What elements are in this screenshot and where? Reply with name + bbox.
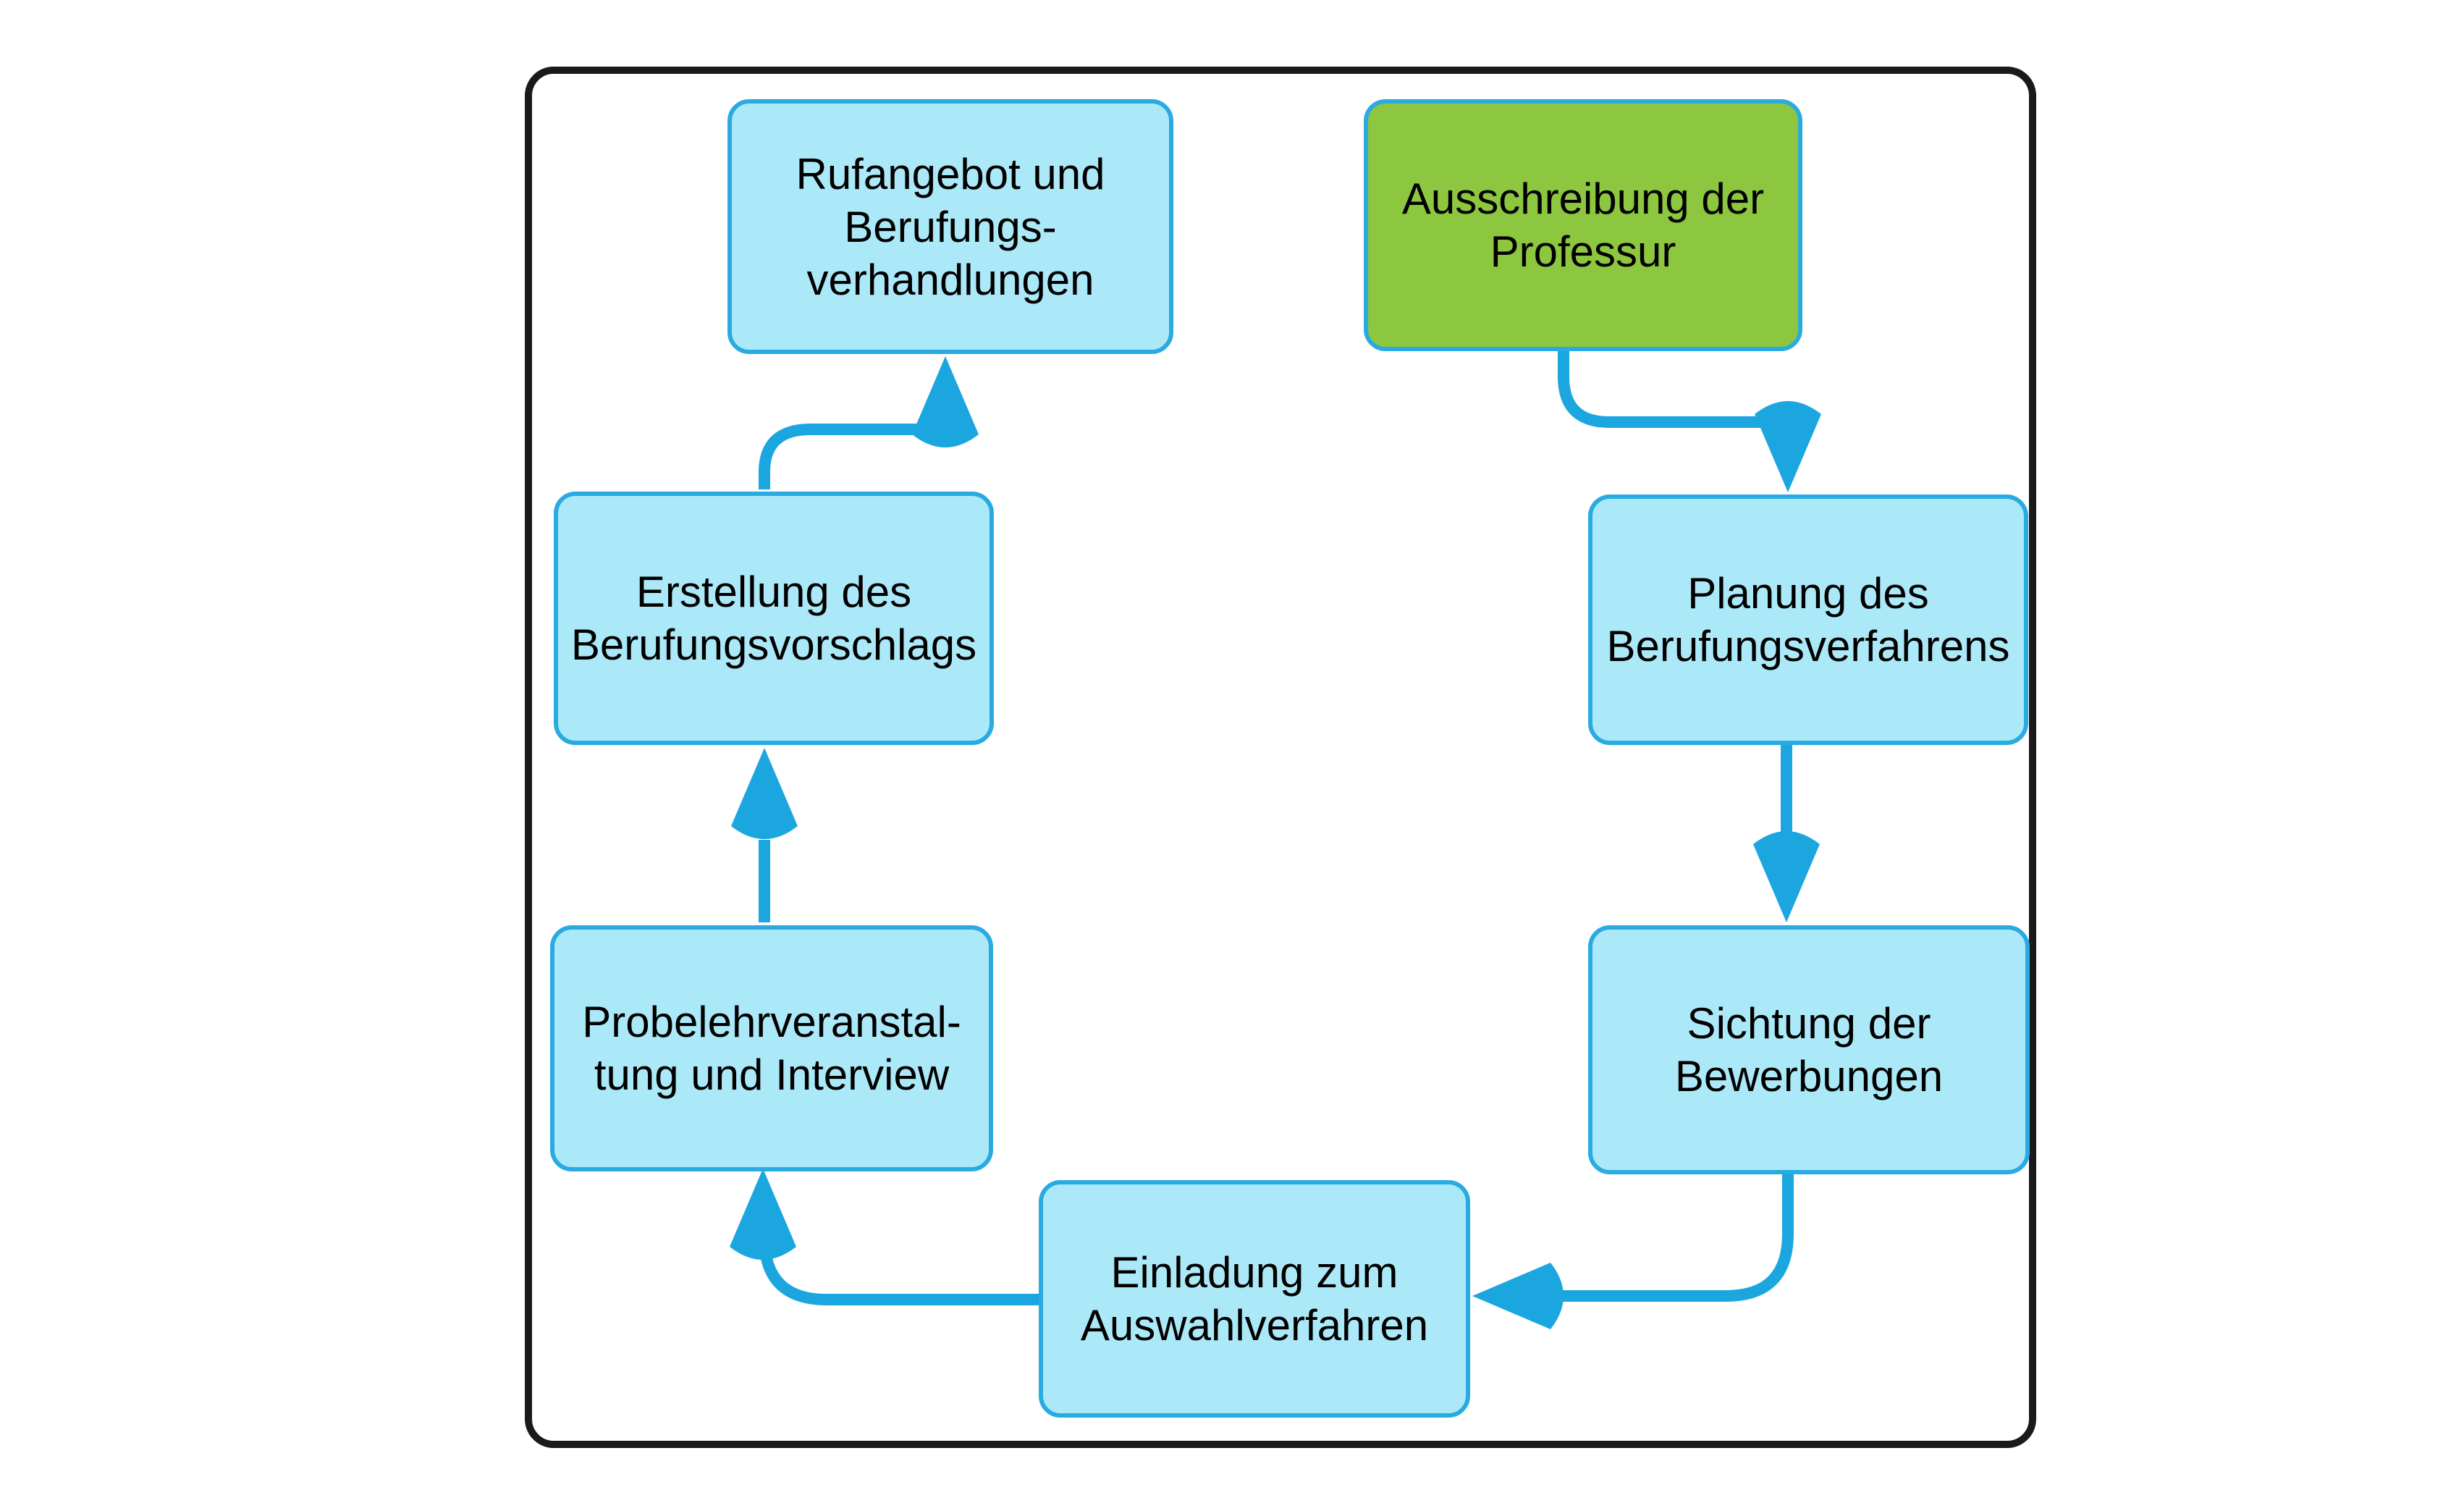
node-label-line: Berufungs- (844, 202, 1057, 251)
arrowhead-down-sichtung (1753, 831, 1820, 922)
node-label-line: Bewerbungen (1674, 1052, 1944, 1100)
edge-sichtung-einladung (1556, 1171, 1794, 1302)
node-sichtung-der-bewerbungen: Sichtung der Bewerbungen (1588, 925, 2030, 1174)
node-label-line: Auswahlverfahren (1080, 1301, 1429, 1350)
node-label-line: Einladung zum (1110, 1248, 1398, 1297)
node-label-line: Rufangebot und (796, 149, 1105, 198)
arrowhead-up-probelehrveranstaltung (730, 1169, 796, 1260)
node-label-line: tung und Interview (594, 1051, 950, 1099)
arrowhead-down-planung (1755, 401, 1821, 492)
node-label-line: Berufungsvorschlags (570, 620, 977, 669)
arrowhead-up-rufangebot (912, 356, 979, 447)
edge-einladung-probelehrveranstaltung (759, 1224, 1045, 1305)
node-label-line: Ausschreibung der (1401, 174, 1765, 223)
arrowhead-up-erstellung (731, 748, 798, 839)
node-probelehrveranstaltung-und-interview: Probelehrveranstal- tung und Interview (550, 925, 993, 1171)
edge-ausschreibung-planung (1558, 345, 1777, 428)
node-label-line: Planung des (1687, 569, 1929, 618)
node-rufangebot-und-berufungsverhandlungen: Rufangebot und Berufungs- verhandlungen (727, 99, 1173, 354)
edge-erstellung-rufangebot (759, 424, 930, 489)
node-ausschreibung-der-professur-start: Ausschreibung der Professur (1364, 99, 1802, 351)
node-label-line: Sichtung der (1687, 999, 1931, 1048)
node-planung-des-berufungsverfahrens: Planung des Berufungsverfahrens (1588, 494, 2028, 745)
node-label-line: Probelehrveranstal- (582, 998, 961, 1046)
node-label-line: verhandlungen (806, 255, 1094, 304)
arrowhead-left-einladung (1472, 1263, 1564, 1329)
node-label-line: Professur (1490, 227, 1676, 276)
node-erstellung-des-berufungsvorschlags: Erstellung des Berufungsvorschlags (554, 492, 994, 745)
node-einladung-zum-auswahlverfahren: Einladung zum Auswahlverfahren (1039, 1180, 1470, 1418)
node-label-line: Erstellung des (636, 568, 912, 616)
node-label-line: Berufungsverfahrens (1606, 622, 2010, 670)
